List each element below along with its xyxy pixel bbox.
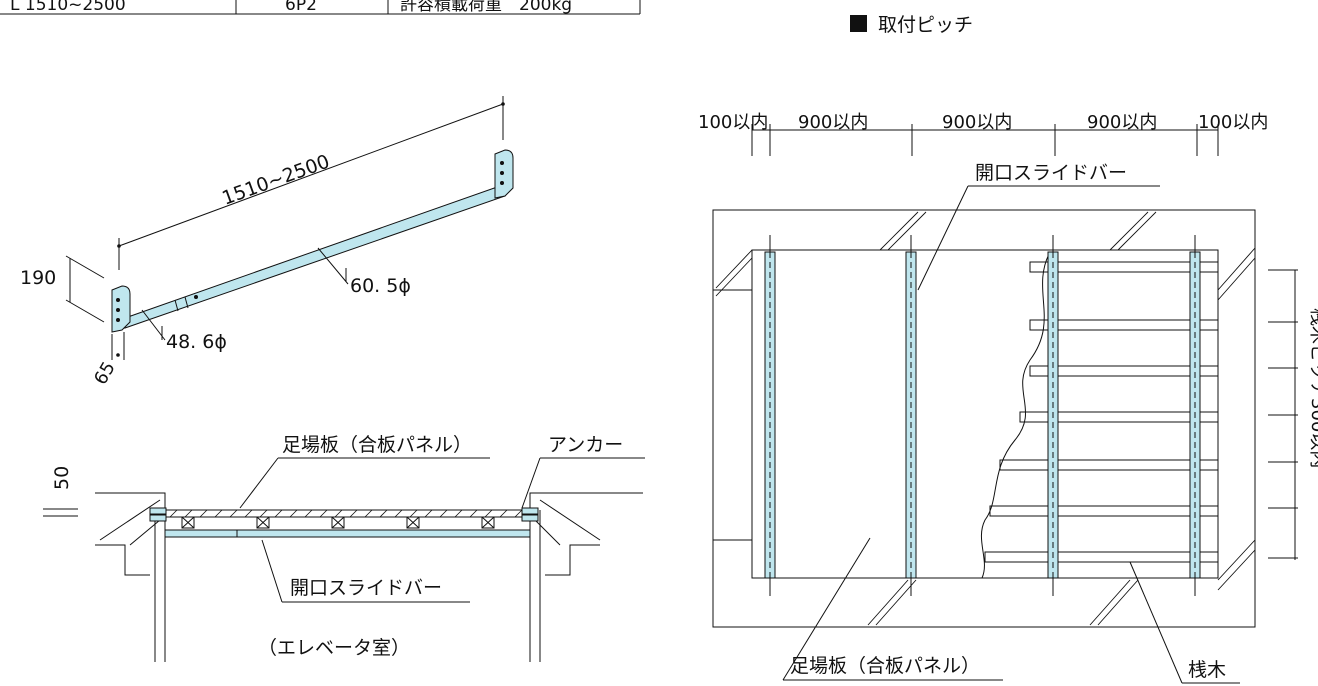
section-anchor-label: アンカー <box>548 434 623 456</box>
section-slide-bar <box>164 529 531 538</box>
spec-table: L 1510~2500 6P2 許容積載荷重 200kg <box>0 0 641 15</box>
table-count-value: 6P2 <box>285 0 317 15</box>
plan-sanki-label: 桟木 <box>1188 659 1226 681</box>
plan-slide-bars <box>764 235 1201 596</box>
pitch-title-text: 取付ピッチ <box>878 14 973 36</box>
plan-pitch-label: 桟木ピッチ300以内 <box>1307 308 1318 468</box>
dim-label-4: 900以内 <box>1087 112 1157 133</box>
section-room-label: （エレベータ室） <box>258 637 410 659</box>
section-scaffold-label: 足場板（合板パネル） <box>282 434 472 456</box>
iso-dia-large-label: 60. 5ϕ <box>350 275 411 297</box>
section-slide-bar-label: 開口スライドバー <box>290 577 442 599</box>
table-model-value: L 1510~2500 <box>10 0 126 15</box>
right-bracket <box>494 149 514 199</box>
iso-length-label: 1510~2500 <box>219 150 332 209</box>
left-bracket <box>111 285 131 333</box>
table-load-value: 許容積載荷重 200kg <box>400 0 572 15</box>
section-thickness-label: 50 <box>51 466 73 490</box>
iso-dia-small-label: 48. 6ϕ <box>166 331 227 353</box>
plan-scaffold-label: 足場板（合板パネル） <box>790 655 980 677</box>
slide-bar-tube <box>124 185 506 329</box>
section-drawing: 50 足場板（合板パネル） アンカー 開口スライドバー （エレベータ室） <box>43 434 645 662</box>
section-sanki-blocks <box>181 516 495 529</box>
plan-view: 100以内 900以内 900以内 900以内 100以内 開口スライドバー <box>698 112 1318 684</box>
plan-sanki-rails <box>984 261 1219 563</box>
dim-label-2: 900以内 <box>798 112 868 133</box>
pitch-title: 取付ピッチ <box>850 14 973 36</box>
plan-slide-bar-label: 開口スライドバー <box>975 162 1127 184</box>
iso-drawing: 1510~2500 190 65 60. 5ϕ 48. 6ϕ <box>20 96 514 389</box>
iso-height-label: 190 <box>20 267 56 289</box>
iso-width-label: 65 <box>90 358 120 388</box>
dim-label-1: 100以内 <box>698 112 768 133</box>
dim-label-5: 100以内 <box>1198 112 1268 133</box>
dim-label-3: 900以内 <box>942 112 1012 133</box>
square-bullet-icon <box>850 15 867 32</box>
